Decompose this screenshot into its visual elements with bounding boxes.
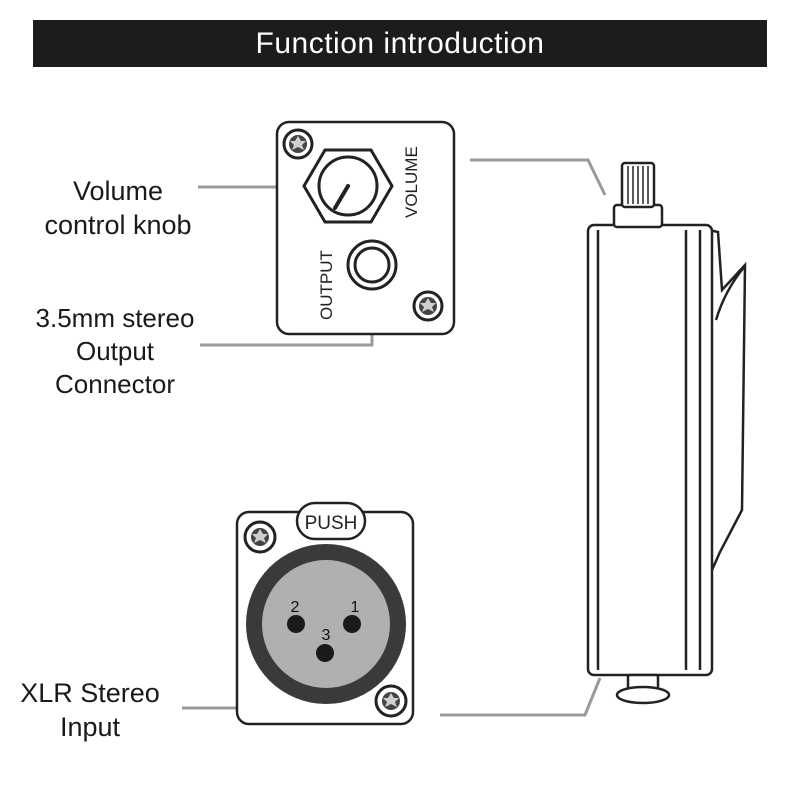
pin-2-label: 2 [291,599,300,616]
label-output-line1: 3.5mm stereo [35,303,195,333]
xlr-pin-2 [287,615,305,633]
leader-top-panel [470,158,607,196]
title-banner: Function introduction [33,20,767,67]
label-volume-knob: Volume control knob [18,174,218,242]
leader-bottom-panel [440,677,602,717]
panel-screw-bottom-right [412,290,444,322]
pin-3-label: 3 [322,627,331,644]
device-side-view [586,161,747,705]
output-jack-icon [346,239,398,291]
output-panel-label: OUTPUT [317,250,336,320]
push-label: PUSH [305,513,358,534]
xlr-screw-top-left [243,520,277,554]
xlr-pin-1 [343,615,361,633]
panel-screw-top-left [282,128,314,160]
device-knob-knurling [627,166,649,204]
label-volume-line1: Volume [72,176,164,206]
device-clip-spring [714,265,746,321]
label-output-connector: 3.5mm stereo Output Connector [10,302,220,401]
push-latch-button[interactable]: PUSH [295,501,367,541]
xlr-pin-3 [316,644,334,662]
label-volume-line2: control knob [44,210,192,240]
label-output-line3: Connector [55,369,175,399]
pin-1-label: 1 [351,599,360,616]
volume-knob-icon [302,148,394,224]
volume-panel-label: VOLUME [402,146,421,218]
page-title: Function introduction [255,26,545,60]
label-output-line2: Output [75,336,155,366]
device-knob-collar [612,203,664,229]
device-body [586,223,714,677]
xlr-panel: PUSH 2 1 3 [235,501,415,726]
label-xlr-line1: XLR Stereo [20,678,160,708]
control-panel: VOLUME OUTPUT [275,120,456,336]
label-xlr-line2: Input [59,712,121,742]
xlr-screw-bottom-right [374,684,408,718]
device-bottom-jack-rim [615,685,671,705]
label-xlr-input: XLR Stereo Input [0,676,180,744]
xlr-connector-icon [246,544,406,704]
